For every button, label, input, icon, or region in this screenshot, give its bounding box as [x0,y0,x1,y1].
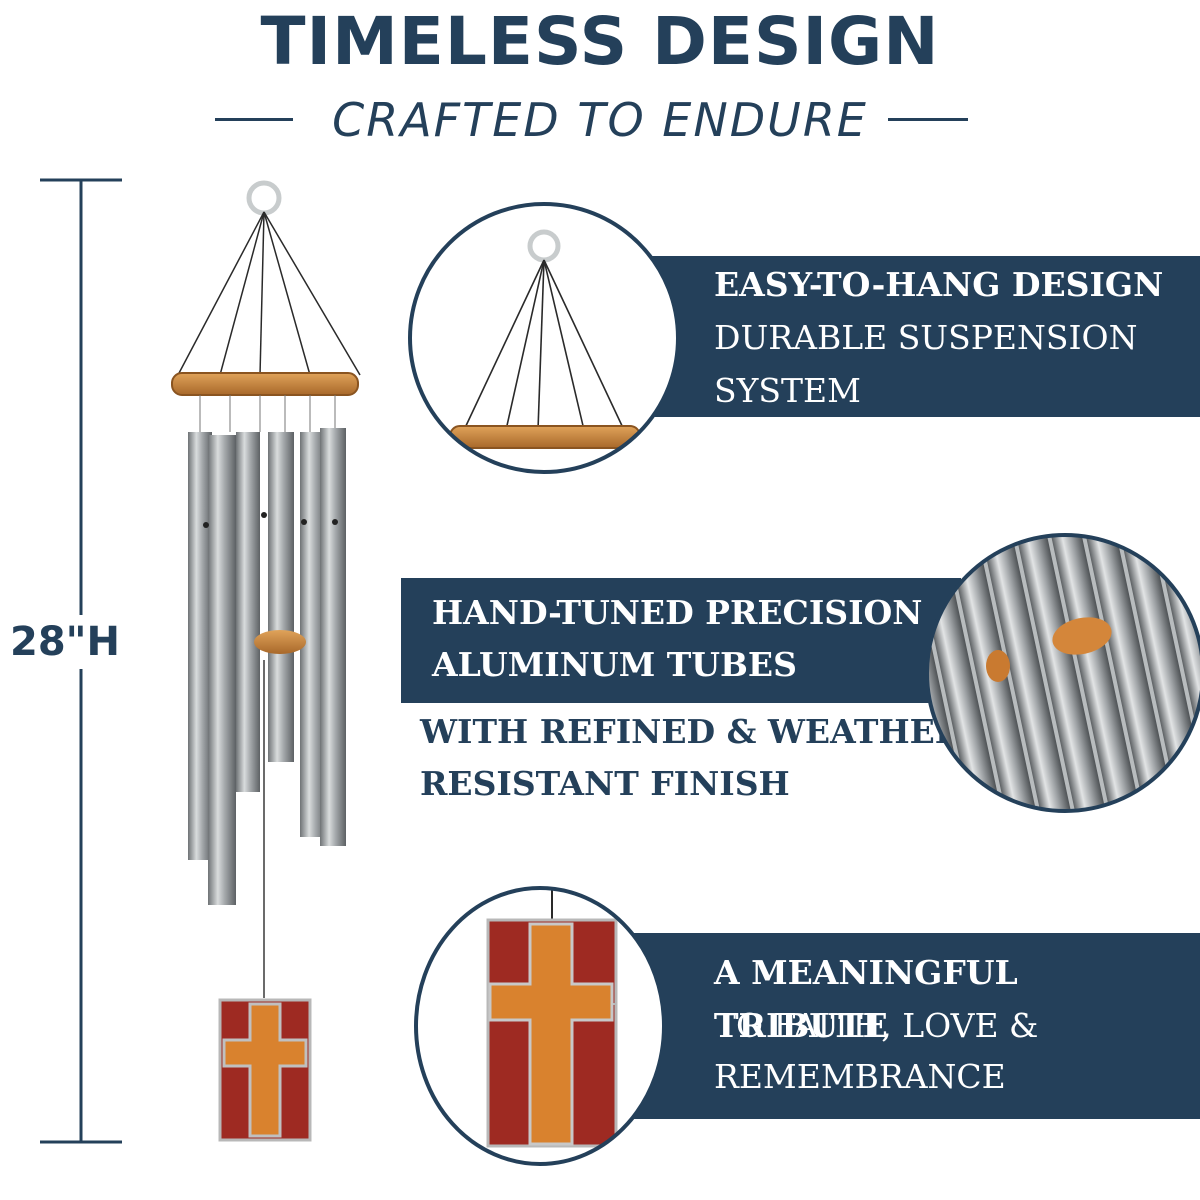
feature-heading-suspension: EASY-TO-HANG DESIGN [714,265,1164,304]
page-subtitle: CRAFTED TO ENDURE [332,93,868,147]
subtitle-rule-right [888,118,968,121]
feature-heading-tubes-line1: HAND-TUNED PRECISION [432,593,923,632]
feature-text-tribute-line2: REMEMBRANCE [714,1057,1006,1096]
feature-text-suspension-line2: SYSTEM [714,371,861,410]
cross-sail-closeup-image [414,886,666,1166]
subtitle-rule-left [215,118,293,121]
feature-text-tubes-line2: RESISTANT FINISH [420,764,790,803]
feature-heading-tubes-line2: ALUMINUM TUBES [432,645,797,684]
wind-chime-image [171,180,361,1142]
feature-text-suspension-line1: DURABLE SUSPENSION [714,318,1138,357]
tubes-closeup-image [925,533,1200,813]
feature-text-tribute-line1: TO FAITH, LOVE & [714,1006,1039,1045]
feature-heading-tribute: A MEANINGFUL TRIBUTE [714,953,1018,1045]
feature-banner-tubes [401,578,961,703]
page-title: TIMELESS DESIGN [260,3,940,80]
feature-text-tubes-line1: WITH REFINED & WEATHER- [420,712,976,751]
feature-banner-suspension [650,256,1200,417]
feature-banner-tribute [630,933,1200,1119]
height-label: 28"H [8,615,122,669]
suspension-closeup-image [408,202,680,474]
